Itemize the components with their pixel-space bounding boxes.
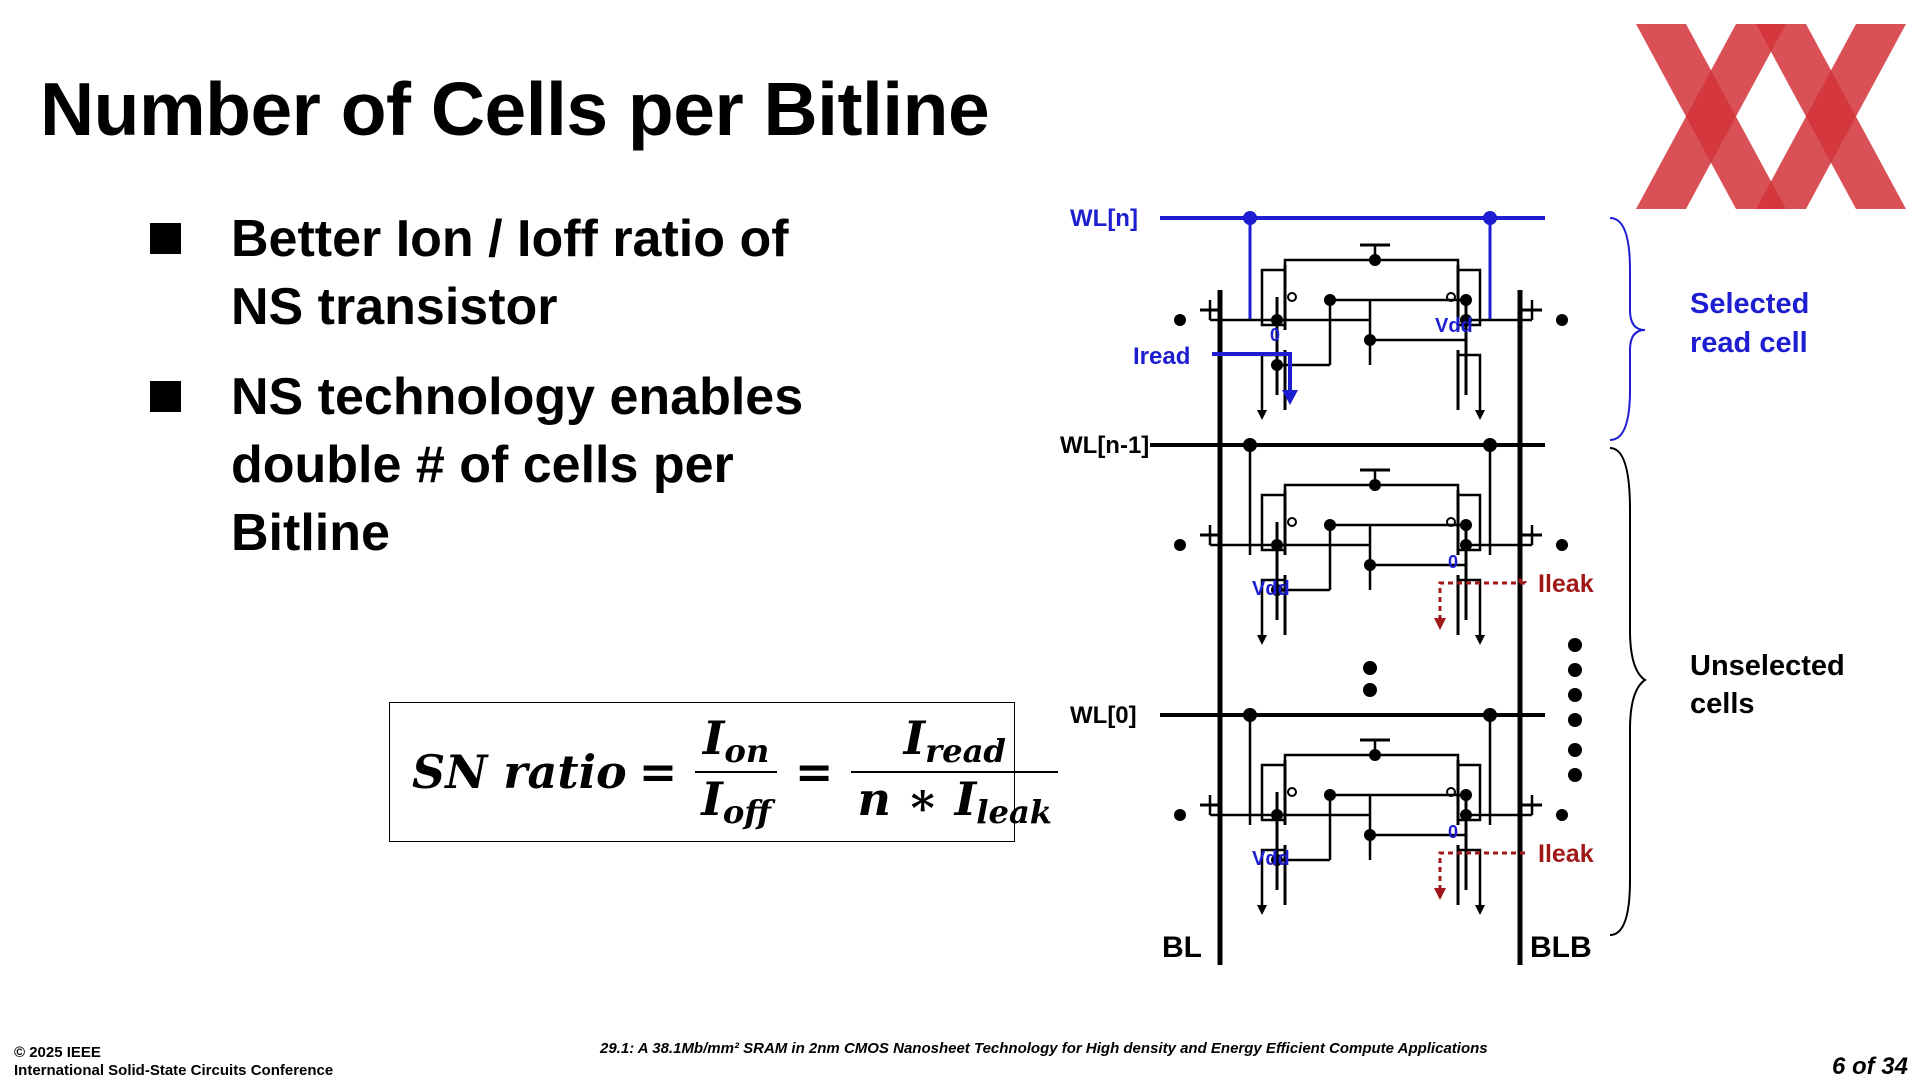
- unselected-label: Unselected: [1690, 650, 1845, 682]
- frac2-denominator-sub: leak: [976, 793, 1053, 832]
- frac2-numerator: I: [903, 710, 926, 765]
- ileak-label: Ileak: [1538, 840, 1594, 868]
- bl-label: BL: [1162, 931, 1202, 964]
- frac1-numerator-sub: on: [724, 731, 770, 770]
- wl-n-label: WL[n]: [1070, 205, 1138, 232]
- bullet-list: Better Ion / Ioff ratio of NS transistor…: [150, 205, 930, 589]
- sram-bitline-diagram: WL[n] WL[n-1] WL[0] Iread 0 Vdd Vdd 0 Vd…: [1060, 205, 1845, 965]
- frac1-numerator: I: [702, 710, 725, 765]
- wl-n-minus-1-label: WL[n-1]: [1060, 432, 1149, 459]
- sn-ratio-formula: SN ratio = Ion Ioff = Iread n ∗ Ileak: [389, 702, 1059, 842]
- unselected-cell: [1172, 468, 1570, 647]
- zero-node-label: 0: [1270, 325, 1280, 345]
- unselected-label: cells: [1690, 688, 1755, 720]
- bullet-square-icon: [150, 381, 181, 412]
- equals-sign: =: [638, 745, 678, 799]
- bullet-item: Better Ion / Ioff ratio of NS transistor: [150, 205, 930, 341]
- conference-text: International Solid-State Circuits Confe…: [14, 1062, 334, 1079]
- iread-label: Iread: [1133, 343, 1190, 370]
- vdd-node-label: Vdd: [1435, 315, 1473, 337]
- zero-node-label: 0: [1448, 552, 1458, 572]
- page-title: Number of Cells per Bitline: [40, 67, 990, 151]
- footer-paper-title: 29.1: A 38.1Mb/mm² SRAM in 2nm CMOS Nano…: [600, 1040, 1488, 1057]
- frac2-denominator: n ∗ I: [857, 772, 977, 827]
- frac1-denominator-sub: off: [722, 793, 771, 832]
- page-number: 6 of 34: [1831, 1053, 1908, 1080]
- blb-label: BLB: [1530, 931, 1592, 964]
- formula-lhs: SN ratio: [412, 745, 627, 799]
- bullet-text: Better Ion / Ioff ratio of NS transistor: [231, 210, 789, 336]
- vdd-node-label: Vdd: [1252, 848, 1290, 870]
- ileak-label: Ileak: [1538, 570, 1594, 598]
- selected-label: read cell: [1690, 327, 1808, 359]
- unselected-cell: [1172, 738, 1570, 917]
- bullet-square-icon: [150, 223, 181, 254]
- footer-copyright: © 2025 IEEE International Solid-State Ci…: [14, 1044, 333, 1080]
- copyright-text: © 2025 IEEE: [14, 1044, 101, 1061]
- zero-node-label: 0: [1448, 822, 1458, 842]
- vdd-node-label: Vdd: [1252, 578, 1290, 600]
- wl-0-label: WL[0]: [1070, 702, 1137, 729]
- frac1-denominator: I: [701, 772, 723, 827]
- ion-ioff-fraction: Ion Ioff: [695, 714, 777, 830]
- isscc-logo: [1636, 24, 1906, 209]
- equals-sign: =: [794, 745, 834, 799]
- selected-cell: [1172, 243, 1570, 422]
- selected-label: Selected: [1690, 288, 1809, 320]
- iread-ileak-fraction: Iread n ∗ Ileak: [851, 710, 1059, 832]
- frac2-numerator-sub: read: [925, 731, 1006, 770]
- bullet-text: NS technology enables double # of cells …: [231, 368, 804, 562]
- bullet-item: NS technology enables double # of cells …: [150, 363, 930, 567]
